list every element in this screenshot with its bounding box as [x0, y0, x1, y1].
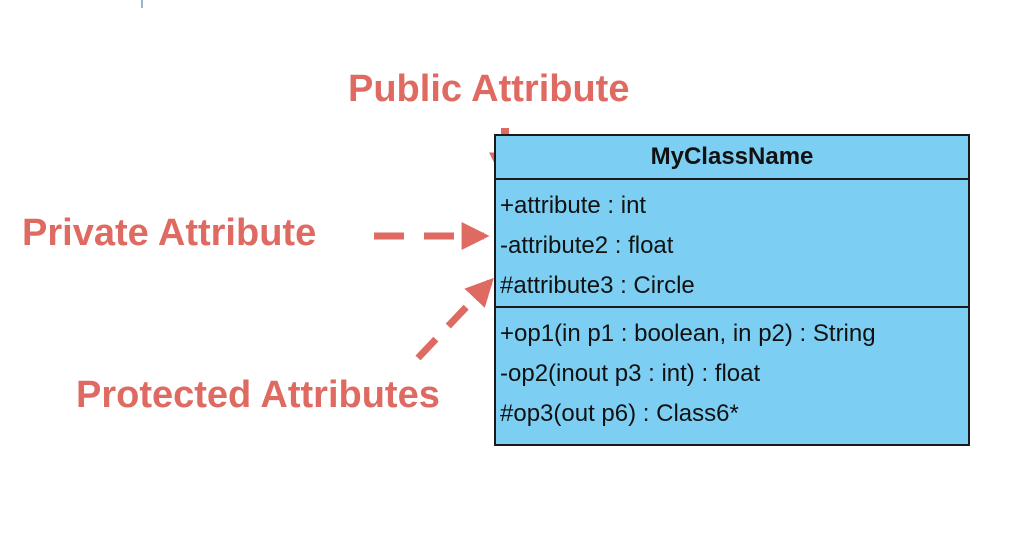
operation-row: -op2(inout p3 : int) : float	[500, 360, 761, 387]
protected-attributes-arrow	[415, 277, 494, 361]
operations-compartment: +op1(in p1 : boolean, in p2) : String -o…	[496, 308, 968, 434]
private-attribute-label: Private Attribute	[22, 212, 317, 254]
operation-row: +op1(in p1 : boolean, in p2) : String	[500, 320, 876, 347]
uml-class-box[interactable]: MyClassName +attribute : int -attribute2…	[494, 134, 970, 446]
top-edge-mark	[141, 0, 143, 8]
attribute-row: -attribute2 : float	[500, 232, 674, 259]
class-name: MyClassName	[496, 136, 968, 180]
protected-attributes-label: Protected Attributes	[76, 374, 440, 416]
public-attribute-label: Public Attribute	[348, 68, 630, 110]
attribute-row: #attribute3 : Circle	[500, 272, 695, 299]
attributes-compartment: +attribute : int -attribute2 : float #at…	[496, 180, 968, 308]
attribute-row: +attribute : int	[500, 192, 647, 219]
operation-row: #op3(out p6) : Class6*	[500, 400, 739, 427]
